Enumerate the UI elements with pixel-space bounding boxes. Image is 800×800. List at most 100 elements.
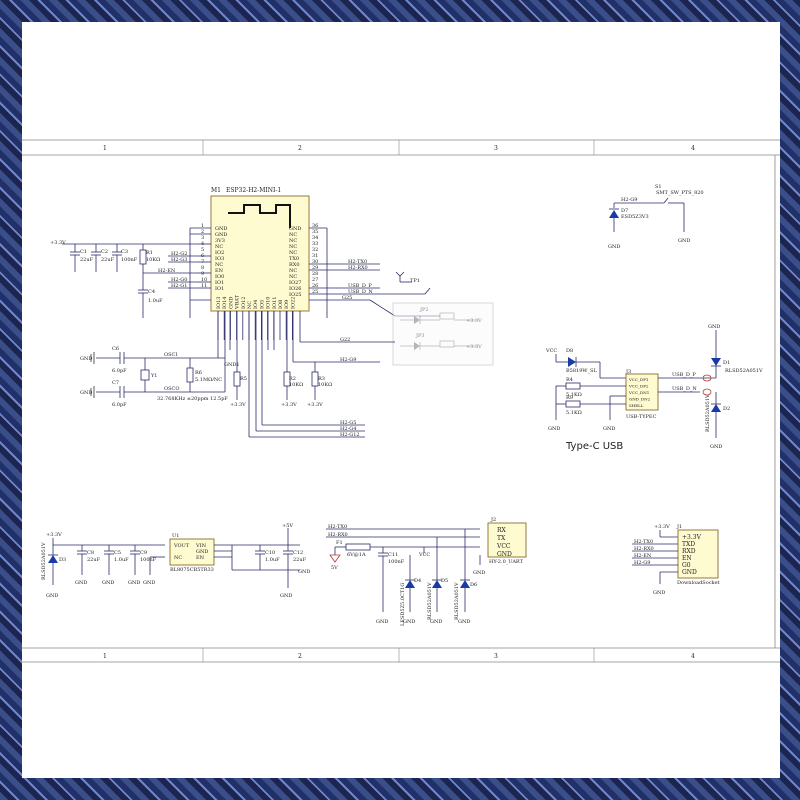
schematic-label: EN [196, 555, 205, 561]
schematic-label: C11 [388, 552, 398, 558]
module-pin-name: IO1 [215, 280, 224, 286]
col-label-2-bottom: 2 [298, 653, 302, 660]
schematic-label: GND [298, 569, 310, 575]
schematic-label: H2-TX0 [348, 259, 367, 265]
col-label-3: 3 [494, 145, 498, 152]
module-pin-number: 3 [201, 235, 204, 241]
uart-section: H2-TX0 H2-RX0 F1 6V@1A 5V C11 100nF GND … [326, 517, 527, 626]
schematic-label: VCC [545, 348, 557, 354]
schematic-label: D4 [414, 578, 421, 584]
schematic-label: H2-G5 [340, 420, 356, 426]
schematic-label: GND [403, 619, 415, 625]
module-pin-number: 27 [312, 277, 318, 283]
module-pin-name: GND [215, 226, 227, 232]
schematic-label: 22uF [80, 257, 94, 263]
schematic-label: H2-TX0 [634, 539, 653, 545]
col-label-1-bottom: 1 [103, 653, 107, 660]
schematic-label: 6.0pF [112, 368, 127, 374]
module-pin-name: IO26 [289, 286, 301, 292]
schematic-label: R1 [146, 250, 153, 256]
j1-pin-label: GND [682, 569, 697, 576]
j1-pin-label: RXD [682, 548, 696, 555]
schematic-label: 6.0pF [112, 402, 127, 408]
schematic-label: GND [653, 590, 665, 596]
schematic-label: 5.1KΩ [566, 410, 582, 416]
schematic-label: F1 [336, 540, 343, 546]
schematic-label: R4 [566, 377, 573, 383]
schematic-label: D8 [566, 348, 573, 354]
schematic-label: GND [678, 238, 690, 244]
module-bottom-pin: IO11 [272, 297, 278, 309]
module-pin-name: TX0 [289, 256, 299, 262]
schematic-label: TX [497, 535, 506, 542]
schematic-label: VOUT [173, 543, 190, 549]
schematic-label: LESD5Z5.0CT1G [400, 583, 406, 626]
module-pin-number: 5 [201, 247, 204, 253]
schematic-label: SMT_SW_PTS_820 [656, 190, 704, 196]
schematic-label: OSCI [164, 352, 177, 358]
module-pin-number: 28 [312, 271, 318, 277]
schematic-label: H2-EN [158, 268, 176, 274]
schematic-label: GND [128, 580, 140, 586]
schematic-label: VCC [496, 543, 511, 550]
schematic-label: +3.3V [466, 318, 482, 324]
schematic-label: 10KΩ [289, 382, 303, 388]
schematic-label: DownloadSocket [677, 580, 720, 586]
j1-pin-label: G0 [682, 562, 691, 569]
schematic-label: USB_D_N [672, 386, 697, 392]
schematic-label: GND [548, 426, 560, 432]
schematic-label: C9 [140, 550, 147, 556]
schematic-label: D5 [441, 578, 448, 584]
j1-pin-label: EN [682, 555, 692, 562]
schematic-label: GND [473, 570, 485, 576]
boot-switch: S1 SMT_SW_PTS_820 H2-G9 GND D7 ESD5Z3V3 … [608, 184, 704, 250]
j1-pin-label: +3.3V [682, 534, 702, 541]
schematic-label: H2-G0 [171, 277, 187, 283]
schematic-label: GND [46, 593, 58, 599]
schematic-label: D1 [723, 360, 730, 366]
module-pin-number: 31 [312, 253, 318, 259]
schematic-label: H2-RX0 [634, 546, 654, 552]
schematic-label: +3.3V [307, 402, 323, 408]
schematic-label: C10 [265, 550, 275, 556]
module-bottom-pin: IO14 [222, 297, 228, 309]
module-right-wires: H2-TX0 H2-RX0 USB_D_P USB_D_N G25 TP1 [309, 227, 440, 318]
module-pin-name: NC [289, 238, 297, 244]
usb-typec-section: VCC D8 B5819W_SL J3 VCC_DP1VCC_DP2VCC_DN… [545, 324, 763, 452]
schematic-label: GND [280, 593, 292, 599]
typec-title: Type-C USB [565, 441, 623, 452]
schematic-label: GND [458, 619, 470, 625]
schematic-label: C4 [148, 289, 155, 295]
schematic-label: H2-G9 [621, 197, 637, 203]
schematic-label: 5V [331, 565, 338, 571]
module-pin-number: 36 [312, 223, 318, 229]
module-bottom-pin: IO22 [290, 297, 296, 309]
schematic-label: D7 [621, 208, 628, 214]
schematic-label: U1 [172, 533, 179, 539]
module-ref: M1 [211, 187, 221, 194]
schematic-label: +3.3V [654, 524, 670, 530]
module-bottom-pin: VBAT [235, 294, 241, 310]
j3-pin-label: SHELL [629, 403, 644, 408]
schematic-label: 1.0uF [265, 557, 280, 563]
led-block: JP2 JP3 +3.3V +3.3V [392, 302, 494, 366]
schematic-label: +3.3V [230, 402, 246, 408]
schematic-label: S1 [655, 184, 662, 190]
schematic-label: B5819W_SL [566, 368, 597, 374]
schematic-label: H2-EN [634, 553, 652, 559]
schematic-label: GND [497, 551, 512, 558]
schematic-label: C7 [112, 380, 119, 386]
col-label-1: 1 [103, 145, 107, 152]
col-label-3-bottom: 3 [494, 653, 498, 660]
module-pin-name: IO25 [289, 292, 301, 298]
schematic-label: USB_D_P [672, 372, 696, 378]
schematic-label: 6V@1A [347, 551, 366, 558]
module-pin-number: 26 [312, 283, 318, 289]
schematic-label: H2-G2 [171, 251, 187, 257]
j3-pin-label: VCC_DP2 [628, 384, 649, 389]
module-bottom-pin: IO8 [278, 300, 284, 309]
